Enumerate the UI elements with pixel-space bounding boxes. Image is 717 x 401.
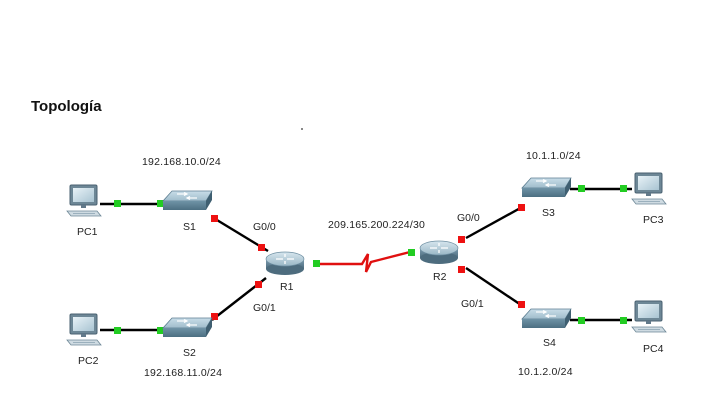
network-label-lan-s3: 10.1.1.0/24 — [526, 150, 581, 162]
device-label: R2 — [433, 271, 447, 283]
device-r2[interactable]: R2 — [419, 240, 459, 283]
interface-label-r1-g01: G0/1 — [253, 302, 276, 314]
port-light — [408, 249, 415, 256]
port-light — [255, 281, 262, 288]
device-label: S2 — [183, 347, 196, 359]
device-label: PC2 — [78, 355, 99, 367]
device-label: S3 — [542, 207, 555, 219]
port-light — [518, 301, 525, 308]
port-light — [114, 327, 121, 334]
device-s2[interactable]: S2 — [162, 317, 213, 359]
device-label: PC3 — [643, 214, 664, 226]
network-label-lan-s2: 192.168.11.0/24 — [144, 367, 222, 379]
router-icon — [419, 240, 459, 265]
device-r1[interactable]: R1 — [265, 251, 305, 293]
port-light — [157, 327, 164, 334]
network-label-lan-s1: 192.168.10.0/24 — [142, 156, 221, 168]
switch-icon — [162, 190, 213, 211]
port-light — [313, 260, 320, 267]
cable-r2-s4 — [465, 267, 525, 308]
network-label-wan: 209.165.200.224/30 — [328, 219, 425, 231]
device-label: S4 — [543, 337, 556, 349]
device-pc4[interactable]: PC4 — [631, 300, 667, 355]
port-light — [620, 317, 627, 324]
page-title: Topología — [31, 98, 102, 115]
router-icon — [265, 251, 305, 276]
pc-icon — [631, 172, 667, 205]
interface-label-r2-g00: G0/0 — [457, 212, 480, 224]
device-label: S1 — [183, 221, 196, 233]
port-light — [211, 313, 218, 320]
serial-cable-r1-r2 — [316, 250, 411, 273]
device-label: PC4 — [643, 343, 664, 355]
device-pc3[interactable]: PC3 — [631, 172, 667, 226]
device-s4[interactable]: S4 — [521, 308, 572, 349]
port-light — [578, 317, 585, 324]
network-label-lan-s4: 10.1.2.0/24 — [518, 366, 573, 378]
device-s1[interactable]: S1 — [162, 190, 213, 233]
pc-icon — [66, 184, 102, 217]
port-light — [458, 236, 465, 243]
port-light — [114, 200, 121, 207]
switch-icon — [521, 308, 572, 329]
port-light — [157, 200, 164, 207]
interface-label-r2-g01: G0/1 — [461, 298, 484, 310]
device-pc1[interactable]: PC1 — [66, 184, 102, 238]
port-light — [258, 244, 265, 251]
port-light — [578, 185, 585, 192]
port-light — [458, 266, 465, 273]
stray-dot — [301, 128, 303, 130]
switch-icon — [162, 317, 213, 338]
cable-r2-s3 — [465, 204, 525, 240]
pc-icon — [66, 313, 102, 346]
device-pc2[interactable]: PC2 — [66, 313, 102, 367]
device-label: PC1 — [77, 226, 98, 238]
interface-label-r1-g00: G0/0 — [253, 221, 276, 233]
port-light — [620, 185, 627, 192]
port-light — [211, 215, 218, 222]
device-s3[interactable]: S3 — [521, 177, 572, 219]
pc-icon — [631, 300, 667, 333]
device-label: R1 — [280, 281, 294, 293]
switch-icon — [521, 177, 572, 198]
port-lights — [114, 185, 627, 334]
port-light — [518, 204, 525, 211]
